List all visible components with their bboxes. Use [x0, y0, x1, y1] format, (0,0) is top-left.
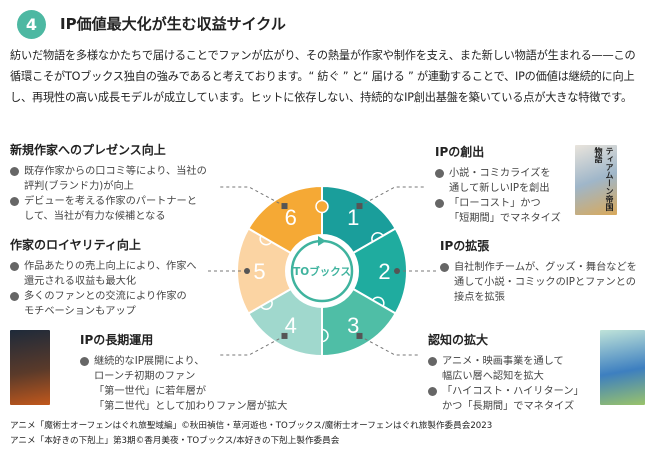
bullet-item: アニメ・映画事業を通して幅広い層へ認知を拡大	[428, 354, 584, 384]
section-title: 新規作家へのプレゼンス向上	[10, 143, 166, 157]
bullet-item: 自社制作チームが、グッズ・舞台などを通して小説・コミックのIPとファンとの接点を…	[440, 260, 637, 305]
section-title: IPの長期運用	[80, 333, 154, 347]
connector-dot	[356, 332, 363, 339]
page-title: IP価値最大化が生む収益サイクル	[60, 15, 286, 33]
bullet-list: アニメ・映画事業を通して幅広い層へ認知を拡大「ハイコスト・ハイリターン」かつ「長…	[428, 354, 584, 414]
bullet-list: 作品あたりの売上向上により、作家へ還元される収益も最大化多くのファンとの交流によ…	[10, 259, 197, 319]
wheel-center	[288, 237, 356, 305]
bullet-item: 「ローコスト」かつ「短期間」でマネタイズ	[435, 196, 561, 226]
section-1: IPの創出小説・コミカライズを通して新しいIPを創出「ローコスト」かつ「短期間」…	[435, 143, 561, 226]
book-cover-image: ティアムーン帝国物語	[575, 145, 617, 215]
arrow-head-icon	[318, 236, 326, 246]
section-number-badge: 4	[17, 10, 46, 39]
segment-number: 3	[347, 313, 359, 338]
connector-line	[220, 186, 285, 207]
bullet-item: 作品あたりの売上向上により、作家へ還元される収益も最大化	[10, 259, 197, 289]
connector-dot	[394, 268, 400, 274]
bullet-list: 既存作家からの口コミ等により、当社の評判(ブランド力)が向上デビューを考える作家…	[10, 164, 207, 224]
anime-honzuki-image	[600, 330, 645, 405]
connector-dot	[356, 203, 363, 210]
segment-number: 2	[378, 259, 390, 284]
puzzle-tab	[315, 199, 329, 214]
bullet-item: 既存作家からの口コミ等により、当社の評判(ブランド力)が向上	[10, 164, 207, 194]
section-title: 認知の拡大	[428, 333, 489, 347]
book-cover-title: ティアムーン帝国物語	[594, 147, 614, 211]
footnote-1: アニメ「魔術士オーフェンはぐれ旅聖域編」©秋田禎信・草河遊也・TOブックス/魔術…	[10, 421, 493, 431]
connector-dot	[281, 332, 288, 339]
connector-line	[359, 335, 420, 356]
connector-dot	[281, 203, 288, 210]
bullet-list: 自社制作チームが、グッズ・舞台などを通して小説・コミックのIPとファンとの接点を…	[440, 260, 637, 305]
bullet-item: 継続的なIP展開により、ローンチ初期のファン「第一世代」に若年層が「第二世代」と…	[80, 354, 287, 414]
section-title: IPの創出	[435, 145, 485, 159]
section-6: 新規作家へのプレゼンス向上既存作家からの口コミ等により、当社の評判(ブランド力)…	[10, 141, 207, 224]
segment-number: 6	[285, 205, 297, 230]
bullet-item: 「ハイコスト・ハイリターン」かつ「長期間」でマネタイズ	[428, 384, 584, 414]
bullet-item: デビューを考える作家のパートナーとして、当社が有力な候補となる	[10, 194, 207, 224]
section-title: IPの拡張	[440, 239, 490, 253]
bullet-item: 小説・コミカライズを通して新しいIPを創出	[435, 166, 561, 196]
section-3: 認知の拡大アニメ・映画事業を通して幅広い層へ認知を拡大「ハイコスト・ハイリターン…	[428, 331, 584, 414]
segment-number: 5	[253, 259, 265, 284]
footnote-2: アニメ「本好きの下剋上」第3期©香月美夜・TOブックス/本好きの下剋上製作委員会	[10, 436, 340, 446]
bullet-list: 小説・コミカライズを通して新しいIPを創出「ローコスト」かつ「短期間」でマネタイ…	[435, 166, 561, 226]
connector-dot	[244, 268, 250, 274]
section-5: 作家のロイヤリティ向上作品あたりの売上向上により、作家へ還元される収益も最大化多…	[10, 236, 197, 319]
connector-line	[359, 186, 425, 207]
section-title: 作家のロイヤリティ向上	[10, 238, 141, 252]
section-2: IPの拡張自社制作チームが、グッズ・舞台などを通して小説・コミックのIPとファン…	[440, 237, 637, 305]
section-4: IPの長期運用継続的なIP展開により、ローンチ初期のファン「第一世代」に若年層が…	[80, 331, 287, 414]
bullet-item: 多くのファンとの交流により作家のモチベーションもアップ	[10, 289, 197, 319]
segment-number: 1	[347, 205, 359, 230]
intro-text: 紡いだ物語を多様なかたちで届けることでファンが広がり、その熱量が作家や制作を支え…	[10, 49, 636, 104]
wheel-segment-6	[247, 184, 323, 255]
connector-line	[220, 335, 285, 356]
bullet-list: 継続的なIP展開により、ローンチ初期のファン「第一世代」に若年層が「第二世代」と…	[80, 354, 287, 414]
segment-number: 4	[285, 313, 297, 338]
anime-orphen-image	[10, 330, 50, 405]
center-logo: TOブックス	[293, 265, 351, 278]
